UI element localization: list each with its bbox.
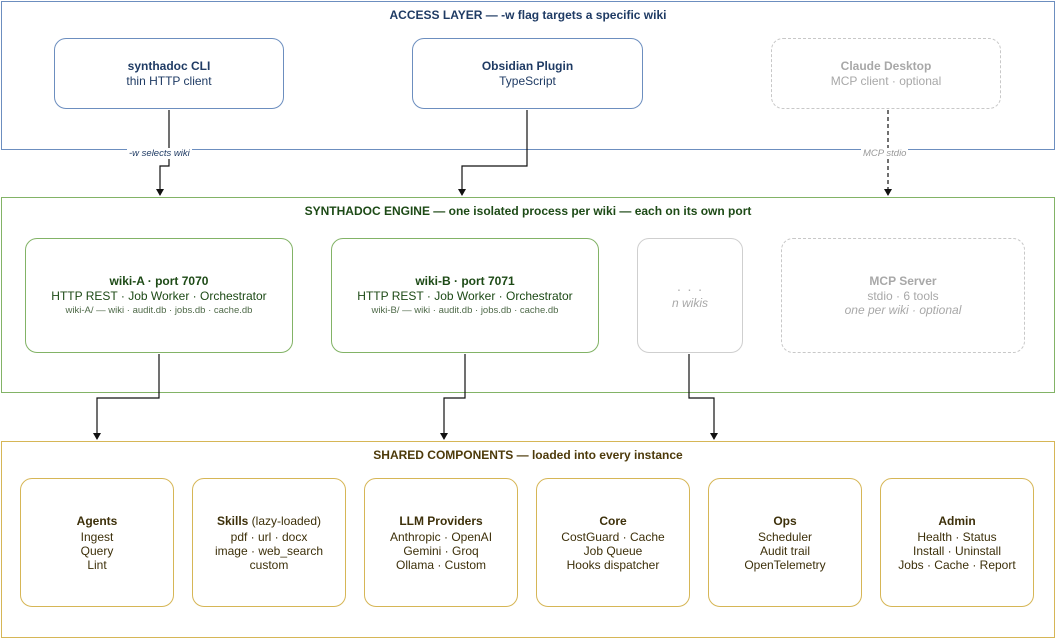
access-layer: ACCESS LAYER — -w flag targets a specifi… bbox=[1, 1, 1055, 150]
node-line: CostGuard · Cache bbox=[561, 529, 665, 544]
node-line: custom bbox=[249, 557, 289, 572]
node-title: synthadoc CLI bbox=[127, 59, 211, 73]
node-title: Admin bbox=[938, 514, 975, 529]
node-subtitle: MCP client · optional bbox=[830, 74, 942, 88]
node-line: Hooks dispatcher bbox=[566, 557, 660, 572]
node-title: Core bbox=[599, 514, 626, 529]
node-title: Agents bbox=[77, 514, 118, 529]
node-line: Query bbox=[80, 543, 114, 558]
more-wikis-label: n wikis bbox=[671, 295, 708, 310]
node-files: wiki-A/ — wiki · audit.db · jobs.db · ca… bbox=[65, 304, 253, 316]
node-line: pdf · url · docx bbox=[230, 529, 308, 544]
node-files: wiki-B/ — wiki · audit.db · jobs.db · ca… bbox=[371, 304, 559, 316]
synthadoc-cli-node[interactable]: synthadoc CLI thin HTTP client bbox=[54, 38, 284, 109]
title-text: LLM Providers bbox=[399, 513, 483, 528]
engine-layer-title: SYNTHADOC ENGINE — one isolated process … bbox=[304, 204, 752, 218]
title-suffix: (lazy-loaded) bbox=[248, 513, 322, 528]
ellipsis: · · · bbox=[676, 280, 704, 297]
node-line: Ollama · Custom bbox=[395, 557, 487, 572]
shared-layer: SHARED COMPONENTS — loaded into every in… bbox=[1, 441, 1055, 638]
node-line: Anthropic · OpenAI bbox=[389, 529, 493, 544]
ops-node[interactable]: Ops Scheduler Audit trail OpenTelemetry bbox=[708, 478, 862, 607]
node-title: Claude Desktop bbox=[840, 59, 932, 73]
node-line: Gemini · Groq bbox=[403, 543, 479, 558]
node-line: Scheduler bbox=[757, 529, 813, 544]
shared-layer-title: SHARED COMPONENTS — loaded into every in… bbox=[373, 448, 683, 462]
wiki-a-node[interactable]: wiki-A · port 7070 HTTP REST · Job Worke… bbox=[25, 238, 293, 353]
engine-layer: SYNTHADOC ENGINE — one isolated process … bbox=[1, 197, 1055, 393]
more-wikis-node[interactable]: · · · n wikis bbox=[637, 238, 743, 353]
node-title: Obsidian Plugin bbox=[481, 59, 574, 73]
node-title: LLM Providers bbox=[399, 514, 482, 529]
title-text: Agents bbox=[76, 513, 118, 528]
node-title: Ops bbox=[773, 514, 796, 529]
node-line: Lint bbox=[87, 557, 107, 572]
node-subtitle: thin HTTP client bbox=[126, 74, 212, 88]
wiki-b-node[interactable]: wiki-B · port 7071 HTTP REST · Job Worke… bbox=[331, 238, 599, 353]
skills-node[interactable]: Skills (lazy-loaded) pdf · url · docx im… bbox=[192, 478, 346, 607]
access-layer-title: ACCESS LAYER — -w flag targets a specifi… bbox=[389, 8, 667, 22]
mcp-edge-label: MCP stdio bbox=[861, 148, 909, 159]
node-subtitle: HTTP REST · Job Worker · Orchestrator bbox=[357, 288, 573, 303]
agents-node[interactable]: Agents Ingest Query Lint bbox=[20, 478, 174, 607]
claude-desktop-node[interactable]: Claude Desktop MCP client · optional bbox=[771, 38, 1001, 109]
node-line: Job Queue bbox=[583, 543, 643, 558]
core-node[interactable]: Core CostGuard · Cache Job Queue Hooks d… bbox=[536, 478, 690, 607]
node-subtitle: TypeScript bbox=[499, 74, 556, 88]
title-text: Skills bbox=[216, 513, 249, 528]
node-line: OpenTelemetry bbox=[744, 557, 826, 572]
cli-edge-label: -w selects wiki bbox=[127, 148, 192, 159]
node-subtitle: HTTP REST · Job Worker · Orchestrator bbox=[51, 288, 267, 303]
node-line: Audit trail bbox=[759, 543, 811, 558]
title-text: Ops bbox=[773, 513, 797, 528]
obsidian-plugin-node[interactable]: Obsidian Plugin TypeScript bbox=[412, 38, 643, 109]
node-title: Skills (lazy-loaded) bbox=[217, 514, 321, 529]
node-note: one per wiki · optional bbox=[844, 303, 962, 317]
llm-providers-node[interactable]: LLM Providers Anthropic · OpenAI Gemini … bbox=[364, 478, 518, 607]
title-text: Admin bbox=[938, 513, 976, 528]
node-line: Install · Uninstall bbox=[912, 543, 1002, 558]
mcp-server-node[interactable]: MCP Server stdio · 6 tools one per wiki … bbox=[781, 238, 1025, 353]
title-text: Core bbox=[599, 513, 627, 528]
node-line: Jobs · Cache · Report bbox=[898, 557, 1016, 572]
node-title: wiki-A · port 7070 bbox=[109, 273, 209, 288]
node-line: image · web_search bbox=[214, 543, 324, 558]
node-line: Health · Status bbox=[917, 529, 997, 544]
node-subtitle: stdio · 6 tools bbox=[867, 289, 939, 303]
node-title: MCP Server bbox=[869, 274, 937, 288]
node-title: wiki-B · port 7071 bbox=[415, 273, 515, 288]
node-line: Ingest bbox=[80, 529, 114, 544]
admin-node[interactable]: Admin Health · Status Install · Uninstal… bbox=[880, 478, 1034, 607]
